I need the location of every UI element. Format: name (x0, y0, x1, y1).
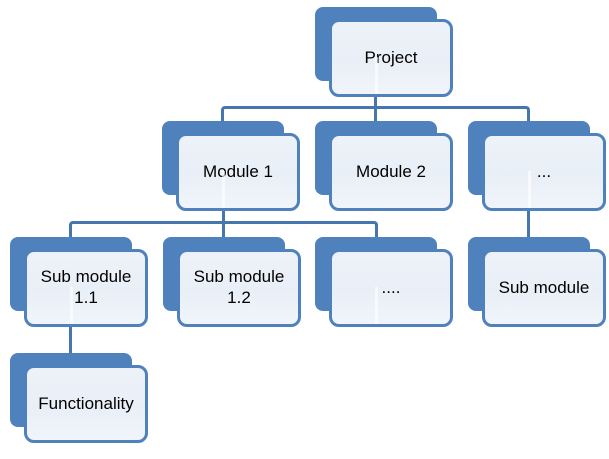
node-label: Sub module 1.1 (40, 267, 132, 307)
node-label: Sub module (498, 277, 590, 297)
node-module-2: Module 2 (315, 121, 453, 211)
node-module-1: Module 1 (162, 121, 300, 211)
node-box: Module 1 (176, 133, 300, 211)
node-sub-module-1-2: Sub module 1.2 (163, 237, 301, 327)
node-box: Sub module 1.2 (177, 249, 301, 327)
node-project: Project (315, 7, 453, 97)
connector-project-to-module-2 (374, 92, 377, 135)
node-label: Project (364, 47, 418, 67)
node-box: Sub module 1.1 (24, 249, 148, 327)
connector-seam (375, 287, 378, 324)
node-module-more: ... (468, 121, 606, 211)
connector-module-more-to-sub-module (527, 208, 530, 253)
node-label: Functionality (38, 393, 134, 413)
node-functionality: Functionality (10, 353, 148, 443)
node-label: Sub module 1.2 (193, 267, 285, 307)
node-label: Module 1 (203, 161, 273, 181)
node-box: Module 2 (329, 133, 453, 211)
connector-module-1-to-sub-module-1-2 (222, 208, 225, 253)
connector-seam (528, 171, 531, 208)
node-sub-module: Sub module (468, 237, 606, 327)
node-box: .... (329, 249, 453, 327)
node-box: ... (482, 133, 606, 211)
connector-sub-module-1-1-to-functionality (69, 324, 72, 369)
node-label: ... (536, 161, 552, 181)
node-box: Project (329, 19, 453, 97)
node-label: Module 2 (356, 161, 426, 181)
node-box: Sub module (482, 249, 606, 327)
node-sub-module-1-1: Sub module 1.1 (10, 237, 148, 327)
node-sub-module-more: .... (315, 237, 453, 327)
connector-module-1-to-sub-modules (69, 221, 378, 249)
node-label: .... (381, 277, 401, 297)
node-box: Functionality (24, 365, 148, 443)
connector-project-to-modules (221, 106, 530, 134)
